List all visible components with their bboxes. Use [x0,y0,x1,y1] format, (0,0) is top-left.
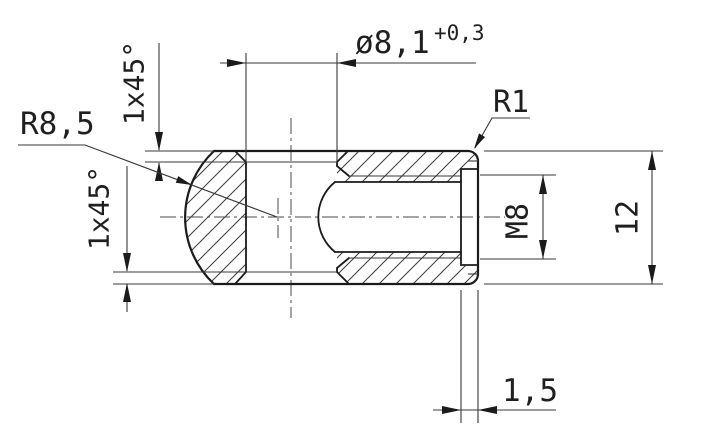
thread-entry-chamfer-bottom [336,257,350,269]
threaded-bore-edges [317,165,479,269]
dim-bore-diameter: ø8,1 +0,3 [220,21,485,161]
bore-end-arc [317,181,336,253]
dim-thread: M8 [480,174,556,260]
dim-corner-radius: R1 [474,85,530,149]
arrowhead [123,253,131,272]
arrowhead [442,406,461,414]
arrowhead [227,59,246,67]
corner-radius-bottom [466,272,480,286]
arrowhead [478,406,497,414]
spherical-end-arc [184,149,216,286]
thread-label: M8 [501,203,536,239]
arrowhead [123,283,131,302]
bore-diameter-label: ø8,1 [355,25,430,61]
dim-sphere-radius: R8,5 [18,106,278,218]
sphere-radius-label: R8,5 [20,106,95,142]
hatch-bottom-wall [337,252,478,284]
arrowhead [648,151,656,170]
part-outline [184,149,480,286]
dim-chamfer-bottom: 1x45° [83,166,337,312]
chamfer-edge-bottom-left [234,271,247,285]
arrowhead [539,175,547,194]
arrowhead [337,59,356,67]
leader-line [474,117,530,149]
leader-line [18,144,278,218]
bore-tolerance-label: +0,3 [434,21,485,45]
recess-depth-label: 1,5 [502,373,558,409]
chamfer-edge-top-right [336,150,349,163]
arrowhead [648,265,656,284]
hatch-top-wall [337,151,478,182]
chamfer-bottom-label: 1x45° [83,166,116,250]
arrowhead [539,240,547,259]
chamfer-top-label: 1x45° [118,41,151,125]
chamfer-edge-top-left [234,150,247,163]
end-recess [460,168,479,266]
arrowhead [175,176,192,185]
arrowhead [474,133,485,149]
arrowhead [155,132,163,151]
corner-radius-label: R1 [493,85,529,120]
dim-chamfer-top: 1x45° [118,41,337,181]
chamfer-edge-bottom-right [336,271,349,284]
arrowhead [155,162,163,181]
outer-size-label: 12 [611,200,646,236]
thread-entry-chamfer-top [336,165,350,177]
dim-recess-depth: 1,5 [433,290,558,423]
dim-outer-size: 12 [484,150,663,285]
